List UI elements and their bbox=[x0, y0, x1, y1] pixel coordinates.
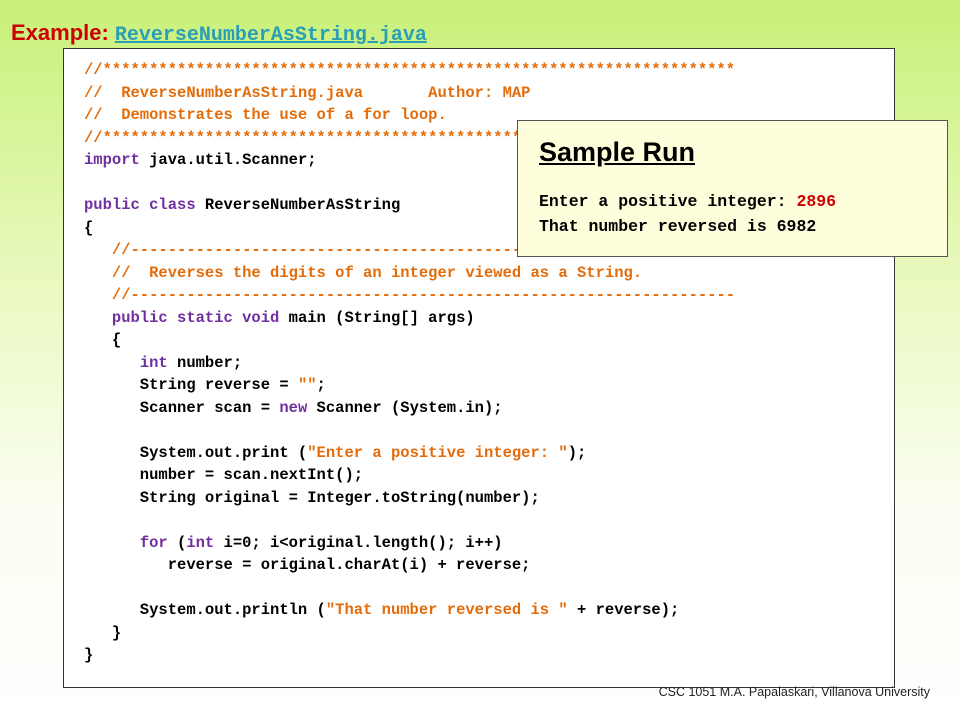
code-line: System.out.print ("Enter a positive inte… bbox=[84, 442, 884, 465]
code-text bbox=[84, 354, 140, 372]
code-line bbox=[84, 577, 884, 600]
title-label: Example: bbox=[11, 20, 109, 45]
code-text: ); bbox=[567, 443, 587, 462]
code-text: String original = Integer.toString(numbe… bbox=[84, 488, 540, 507]
code-text: Scanner (System.in); bbox=[307, 398, 503, 417]
code-text: number; bbox=[167, 353, 243, 372]
code-line: // Reverses the digits of an integer vie… bbox=[84, 262, 884, 285]
sample-run-panel: Sample Run Enter a positive integer: 289… bbox=[517, 120, 948, 257]
code-line: int number; bbox=[84, 352, 884, 375]
code-keyword: new bbox=[279, 398, 308, 417]
code-line: { bbox=[84, 217, 884, 240]
code-line: import java.util.Scanner; bbox=[84, 149, 884, 172]
code-text: number = scan.nextInt(); bbox=[84, 466, 364, 484]
code-line bbox=[84, 419, 884, 442]
code-line: //**************************************… bbox=[84, 59, 884, 82]
code-text: } bbox=[84, 623, 122, 642]
code-keyword: public class bbox=[84, 196, 196, 214]
code-text: Scanner scan = bbox=[84, 398, 280, 417]
code-keyword: import bbox=[84, 151, 140, 169]
code-text: { bbox=[84, 331, 122, 349]
code-text: i=0; i<original.length(); i++) bbox=[214, 533, 503, 552]
code-text: + reverse); bbox=[567, 601, 680, 619]
code-line: reverse = original.charAt(i) + reverse; bbox=[84, 554, 884, 577]
code-text bbox=[84, 286, 112, 304]
prompt-line: Enter a positive integer: 2896 bbox=[539, 189, 836, 214]
code-text: ( bbox=[167, 533, 187, 552]
code-text: ; bbox=[316, 376, 326, 394]
code-string: "Enter a positive integer: " bbox=[307, 443, 568, 462]
code-line: String reverse = ""; bbox=[84, 374, 884, 397]
code-text bbox=[84, 534, 140, 552]
footer-credit: CSC 1051 M.A. Papalaskari, Villanova Uni… bbox=[658, 685, 930, 699]
code-comment: // Demonstrates the use of a for loop. bbox=[84, 106, 447, 124]
code-line: } bbox=[84, 644, 884, 667]
code-text: reverse = original.charAt(i) + reverse; bbox=[84, 556, 531, 574]
code-line: // Demonstrates the use of a for loop. bbox=[84, 104, 884, 127]
code-keyword: int bbox=[186, 533, 215, 552]
code-text bbox=[84, 241, 112, 259]
code-line: public static void main (String[] args) bbox=[84, 307, 884, 330]
code-text: } bbox=[84, 646, 94, 664]
code-text: main (String[] args) bbox=[279, 308, 475, 327]
code-line: //--------------------------------------… bbox=[84, 284, 884, 307]
code-text: ReverseNumberAsString bbox=[195, 196, 401, 214]
code-string: "" bbox=[297, 376, 317, 394]
code-line: String original = Integer.toString(numbe… bbox=[84, 487, 884, 510]
code-line: System.out.println ("That number reverse… bbox=[84, 599, 884, 622]
code-keyword: public static void bbox=[111, 308, 280, 327]
code-keyword: int bbox=[139, 353, 168, 372]
prompt-text: Enter a positive integer: bbox=[539, 192, 797, 211]
code-line: // ReverseNumberAsString.java Author: MA… bbox=[84, 82, 884, 105]
code-text: System.out.print ( bbox=[84, 443, 308, 462]
code-keyword: for bbox=[139, 533, 168, 552]
code-line: number = scan.nextInt(); bbox=[84, 464, 884, 487]
code-comment: //--------------------------------------… bbox=[111, 286, 736, 304]
sample-run-heading: Sample Run bbox=[539, 137, 696, 167]
code-text: String reverse = bbox=[84, 376, 298, 394]
slide-title: Example:ReverseNumberAsString.java bbox=[11, 20, 427, 47]
code-comment: // ReverseNumberAsString.java Author: MA… bbox=[84, 83, 531, 102]
result-line: That number reversed is 6982 bbox=[539, 217, 817, 236]
code-text: { bbox=[84, 218, 94, 237]
code-line: for (int i=0; i<original.length(); i++) bbox=[84, 532, 884, 555]
code-line: { bbox=[84, 329, 884, 352]
code-line: } bbox=[84, 622, 884, 645]
user-input: 2896 bbox=[796, 192, 837, 211]
code-line: Scanner scan = new Scanner (System.in); bbox=[84, 397, 884, 420]
code-text: System.out.println ( bbox=[84, 601, 326, 619]
code-comment: //**************************************… bbox=[84, 61, 736, 79]
code-text: java.util.Scanner; bbox=[139, 151, 317, 169]
code-string: "That number reversed is " bbox=[325, 601, 568, 619]
filename-link[interactable]: ReverseNumberAsString.java bbox=[114, 24, 427, 47]
code-text bbox=[84, 264, 112, 282]
code-line bbox=[84, 509, 884, 532]
code-line: public class ReverseNumberAsString bbox=[84, 194, 884, 217]
code-text bbox=[84, 309, 112, 327]
code-comment: // Reverses the digits of an integer vie… bbox=[111, 263, 643, 282]
